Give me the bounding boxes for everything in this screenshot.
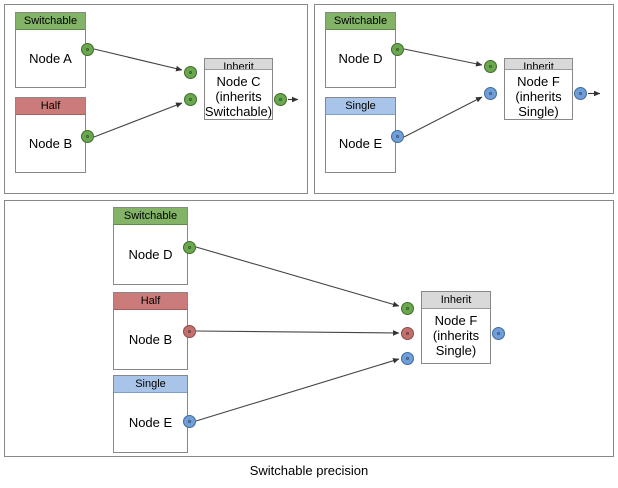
node-node-e[interactable]: Single Node E	[325, 97, 396, 173]
node-f-output-port[interactable]	[574, 87, 587, 100]
node-c-body: Node C (inherits Switchable)	[204, 74, 273, 119]
node-c-input-port-2[interactable]	[184, 93, 197, 106]
node-f-body: Node F (inherits Single)	[515, 74, 562, 119]
node-b-header: Half	[16, 98, 85, 115]
node-f-bottom-input-port-2[interactable]	[401, 327, 414, 340]
node-node-d[interactable]: Switchable Node D	[325, 12, 396, 88]
node-f-header: Inherit	[505, 59, 572, 70]
node-e-bottom-body: Node E	[128, 415, 173, 430]
node-c-header: Inherit	[205, 59, 272, 70]
node-e-bottom-header: Single	[114, 376, 187, 393]
node-d-bottom-header: Switchable	[114, 208, 187, 225]
node-node-e-bottom[interactable]: Single Node E	[113, 375, 188, 453]
node-b-body: Node B	[28, 136, 73, 151]
node-node-d-bottom[interactable]: Switchable Node D	[113, 207, 188, 285]
node-f-bottom-input-port-1[interactable]	[401, 302, 414, 315]
node-b-bottom-output-port[interactable]	[183, 325, 196, 338]
node-e-header: Single	[326, 98, 395, 115]
node-c-input-port-1[interactable]	[184, 66, 197, 79]
node-f-bottom-body: Node F (inherits Single)	[432, 313, 480, 358]
node-f-bottom-output-port[interactable]	[492, 327, 505, 340]
node-a-header: Switchable	[16, 13, 85, 30]
diagram-caption: Switchable precision	[249, 463, 369, 478]
node-d-output-port[interactable]	[391, 43, 404, 56]
node-node-c[interactable]: Inherit Node C (inherits Switchable)	[204, 58, 273, 120]
node-node-b-bottom[interactable]: Half Node B	[113, 292, 188, 370]
node-b-bottom-header: Half	[114, 293, 187, 310]
node-f-input-port-1[interactable]	[484, 60, 497, 73]
node-d-body: Node D	[338, 51, 383, 66]
node-node-b[interactable]: Half Node B	[15, 97, 86, 173]
panel-bottom	[4, 200, 614, 457]
node-f-input-port-2[interactable]	[484, 87, 497, 100]
node-node-a[interactable]: Switchable Node A	[15, 12, 86, 88]
node-d-bottom-body: Node D	[128, 247, 173, 262]
node-b-output-port[interactable]	[81, 130, 94, 143]
node-a-body: Node A	[29, 51, 72, 66]
node-a-output-port[interactable]	[81, 43, 94, 56]
node-b-bottom-body: Node B	[128, 332, 173, 347]
node-e-output-port[interactable]	[391, 130, 404, 143]
node-f-bottom-header: Inherit	[422, 292, 490, 309]
node-d-header: Switchable	[326, 13, 395, 30]
node-node-f-bottom[interactable]: Inherit Node F (inherits Single)	[421, 291, 491, 364]
node-e-body: Node E	[338, 136, 383, 151]
node-e-bottom-output-port[interactable]	[183, 415, 196, 428]
node-d-bottom-output-port[interactable]	[183, 241, 196, 254]
node-f-bottom-input-port-3[interactable]	[401, 352, 414, 365]
node-c-output-port[interactable]	[274, 93, 287, 106]
node-node-f[interactable]: Inherit Node F (inherits Single)	[504, 58, 573, 120]
